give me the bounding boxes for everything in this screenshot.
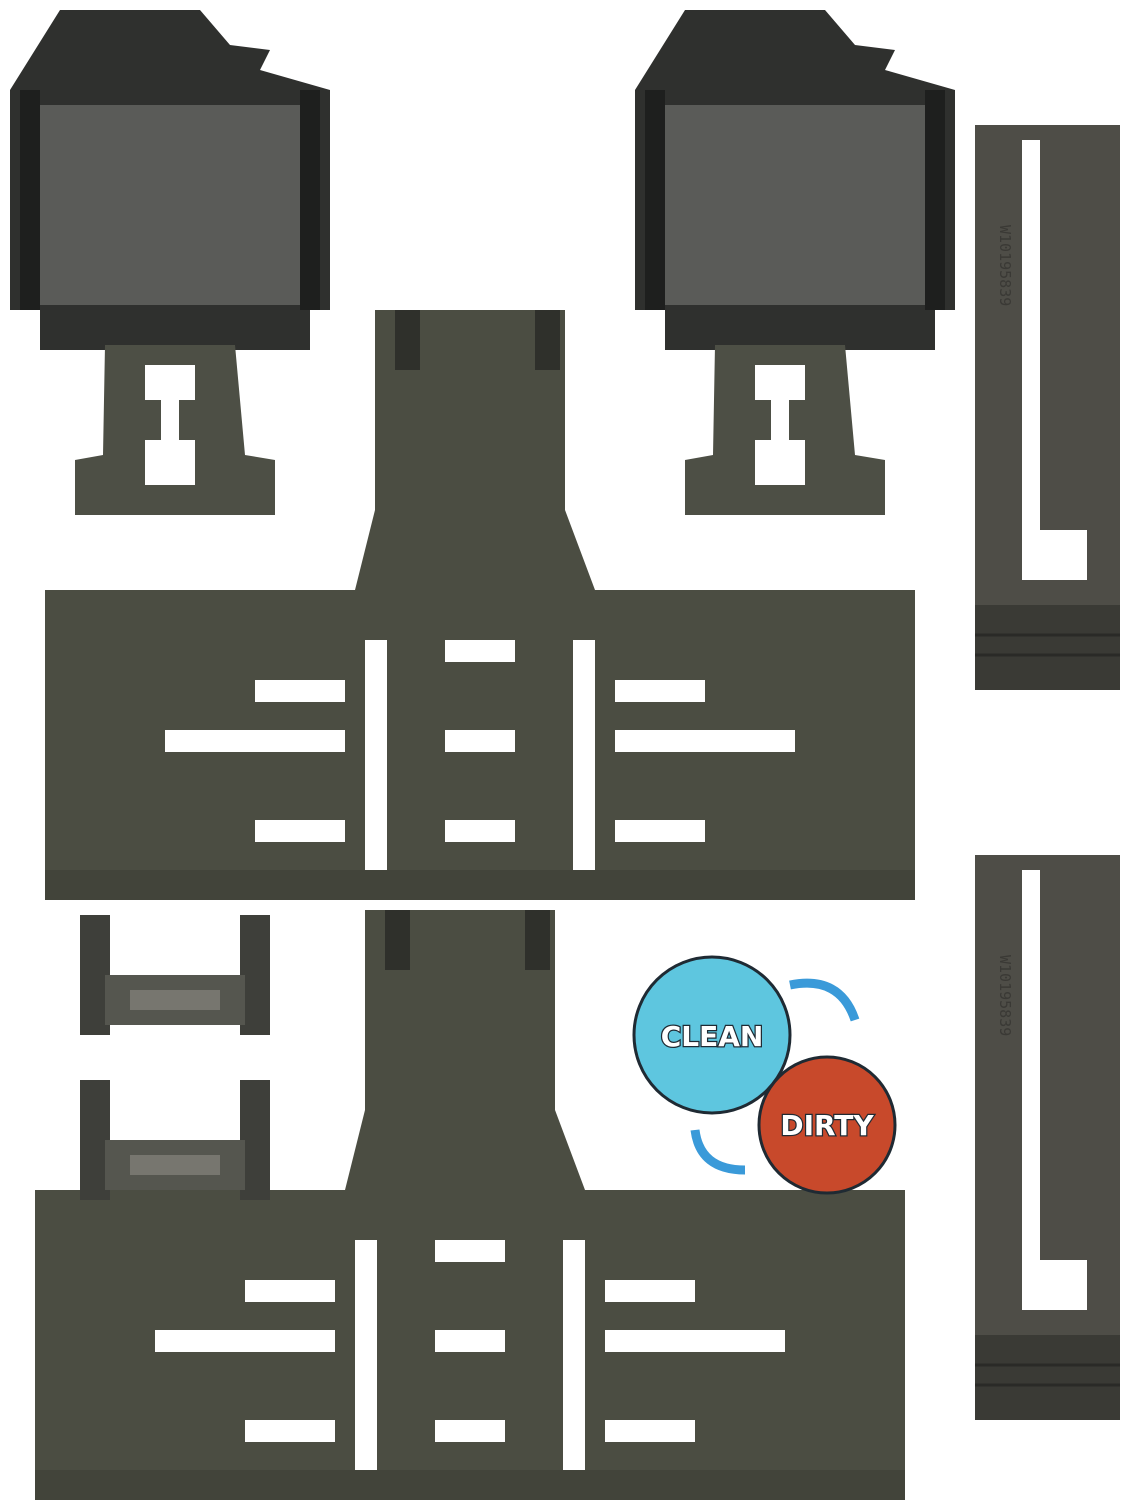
spacer-upper bbox=[80, 915, 270, 1035]
clean-dirty-magnet: CLEAN DIRTY bbox=[632, 955, 897, 1195]
dirty-label: DIRTY bbox=[780, 1109, 874, 1142]
arrow-icon bbox=[690, 1129, 746, 1175]
clip-right bbox=[685, 345, 885, 515]
part-number-upper: W10195839 bbox=[996, 225, 1014, 306]
rack-holder-left bbox=[10, 10, 330, 350]
spacer-lower bbox=[80, 1080, 270, 1200]
adjuster-strip-upper bbox=[973, 123, 1122, 692]
clean-label: CLEAN bbox=[661, 1020, 764, 1053]
clean-badge bbox=[632, 955, 792, 1115]
arrow-icon bbox=[789, 978, 860, 1022]
clip-left bbox=[75, 345, 275, 515]
adjuster-strip-lower bbox=[973, 853, 1122, 1422]
part-number-lower: W10195839 bbox=[996, 955, 1014, 1036]
rack-holder-right bbox=[635, 10, 955, 350]
dirty-badge bbox=[757, 1055, 897, 1195]
